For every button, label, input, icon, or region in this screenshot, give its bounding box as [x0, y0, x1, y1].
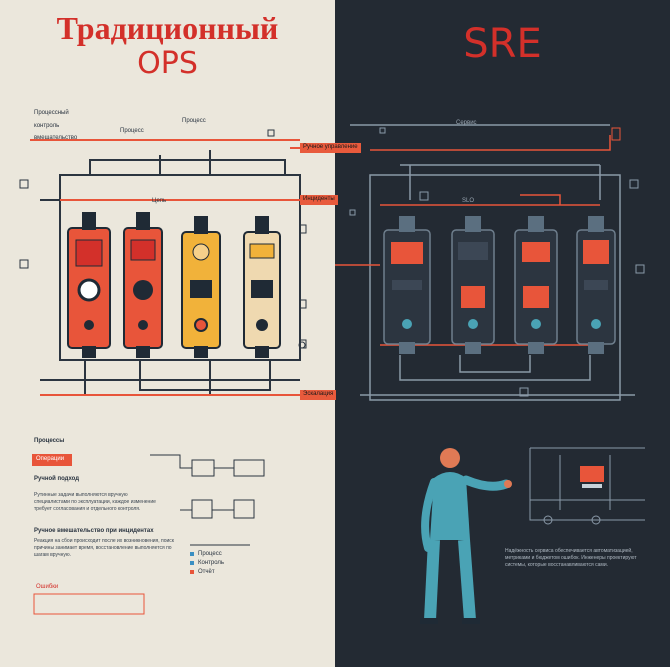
left-legend-markers	[190, 552, 194, 574]
right-device-2	[451, 216, 495, 354]
right-device-1	[383, 216, 431, 354]
left-legend-1: Процесс	[198, 551, 222, 557]
left-title-ru: Традиционный	[56, 10, 279, 46]
right-bottom-board	[529, 447, 645, 525]
left-device-1	[67, 212, 111, 358]
left-paragraph-1: Рутинные задачи выполняются вручную спец…	[34, 492, 156, 512]
left-note-3: вмешательство	[34, 135, 78, 141]
left-label-2: Процесс	[182, 118, 206, 124]
right-top-label: Сервис	[456, 120, 477, 126]
left-device-2	[123, 212, 163, 358]
left-footer-label: Ошибки	[36, 584, 59, 590]
left-wiring	[40, 150, 301, 396]
right-title-sre: SRE	[463, 21, 542, 67]
left-device-4	[243, 216, 281, 358]
left-chip: Операции	[36, 456, 65, 462]
right-board-bar	[582, 484, 602, 488]
left-legend-2: Контроль	[198, 560, 225, 566]
left-subheading: Ручной подход	[34, 476, 80, 482]
right-device-3	[514, 216, 558, 354]
callout-incidents: Инциденты	[300, 195, 338, 205]
callout-escalation: Эскалация	[300, 390, 337, 400]
right-paragraph: Надёжность сервиса обеспечивается автома…	[505, 548, 637, 568]
left-paragraph-2: Реакция на сбои происходит после их возн…	[34, 538, 174, 558]
left-chip-bg	[32, 454, 72, 466]
left-device-3	[181, 216, 221, 358]
left-label-3: Цепь	[152, 198, 167, 204]
right-wiring	[350, 124, 635, 401]
right-markers	[349, 127, 645, 397]
left-note-1: Процессный	[34, 110, 69, 116]
engineer-figure	[420, 443, 512, 624]
left-legend-3: Отчёт	[198, 569, 215, 575]
left-section-title: Процессы	[34, 438, 65, 444]
callout-manual: Ручное управление	[300, 143, 361, 153]
right-red-lines	[335, 135, 611, 346]
right-board-alert	[580, 466, 604, 482]
left-title-ops: OPS	[137, 46, 198, 81]
left-markers	[19, 129, 307, 349]
right-label-slo: SLO	[462, 198, 475, 204]
left-red-lines	[30, 139, 335, 396]
left-footer-box	[33, 593, 145, 615]
right-device-4	[576, 216, 616, 354]
left-label-1: Процесс	[120, 128, 144, 134]
left-bottom-schematic	[150, 454, 265, 546]
left-paragraph-2-title: Ручное вмешательство при инцидентах	[34, 528, 154, 534]
left-note-2: контроль	[34, 123, 60, 129]
